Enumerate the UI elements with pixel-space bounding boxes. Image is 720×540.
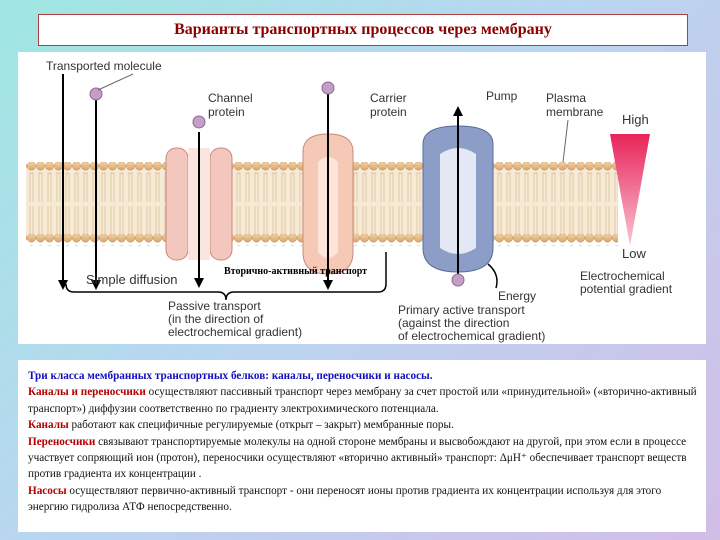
membrane-diagram: Transported molecule Channel protein Car… <box>26 59 673 343</box>
description-heading: Три класса мембранных транспортных белко… <box>28 370 433 382</box>
label-pump: Pump <box>486 89 518 103</box>
pump-protein <box>422 106 498 289</box>
label-low: Low <box>622 246 646 261</box>
label-secondary-active: Вторично-активный транспорт <box>224 266 367 277</box>
description-box: Три класса мембранных транспортных белко… <box>18 360 706 532</box>
p3-text: связывают транспортируемые молекулы на о… <box>28 435 687 481</box>
term-pumps: Насосы <box>28 484 67 497</box>
label-passive-3: electrochemical gradient) <box>168 325 302 339</box>
p4-text: осуществляют первично-активный транспорт… <box>28 484 662 514</box>
paragraph-4: Насосы осуществляют первично-активный тр… <box>28 483 698 516</box>
membrane-transport-figure: Transported molecule Channel protein Car… <box>18 52 706 344</box>
label-channel-2: protein <box>208 105 245 119</box>
slide-title: Варианты транспортных процессов через ме… <box>174 21 552 38</box>
heading-line: Три класса мембранных транспортных белко… <box>28 368 698 384</box>
label-simple-diffusion: Simple diffusion <box>86 272 178 287</box>
term-carriers: Переносчики <box>28 435 96 448</box>
label-gradient-2: potential gradient <box>580 282 673 296</box>
p2-text: работают как специфичные регулируемые (о… <box>68 419 454 432</box>
label-passive-2: (in the direction of <box>168 312 264 326</box>
label-high: High <box>622 112 649 127</box>
gradient-cone-icon <box>610 134 650 246</box>
label-primary-2: (against the direction <box>398 316 509 330</box>
carrier-protein <box>302 81 354 290</box>
slide-title-box: Варианты транспортных процессов через ме… <box>38 14 688 46</box>
label-primary-1: Primary active transport <box>398 303 525 317</box>
label-primary-3: of electrochemical gradient) <box>398 329 545 343</box>
label-carrier-2: protein <box>370 105 407 119</box>
term-channels: Каналы <box>28 419 69 432</box>
term-channels-carriers: Каналы и переносчики <box>28 386 146 399</box>
paragraph-2: Каналы работают как специфичные регулиру… <box>28 417 698 433</box>
label-passive-1: Passive transport <box>168 299 261 313</box>
label-plasma-2: membrane <box>546 105 604 119</box>
label-carrier-1: Carrier <box>370 91 407 105</box>
label-gradient-1: Electrochemical <box>580 269 665 283</box>
label-transported-molecule: Transported molecule <box>46 59 162 73</box>
label-channel-1: Channel <box>208 91 253 105</box>
label-energy: Energy <box>498 289 536 303</box>
paragraph-1: Каналы и переносчики осуществляют пассив… <box>28 384 698 417</box>
label-plasma-1: Plasma <box>546 91 586 105</box>
paragraph-3: Переносчики связывают транспортируемые м… <box>28 434 698 483</box>
p1-text: осуществляют пассивный транспорт через м… <box>28 386 697 415</box>
simple-diffusion-arrows <box>58 74 103 290</box>
molecule-icon <box>89 87 103 101</box>
channel-protein <box>165 115 233 288</box>
passive-brace <box>65 283 387 301</box>
